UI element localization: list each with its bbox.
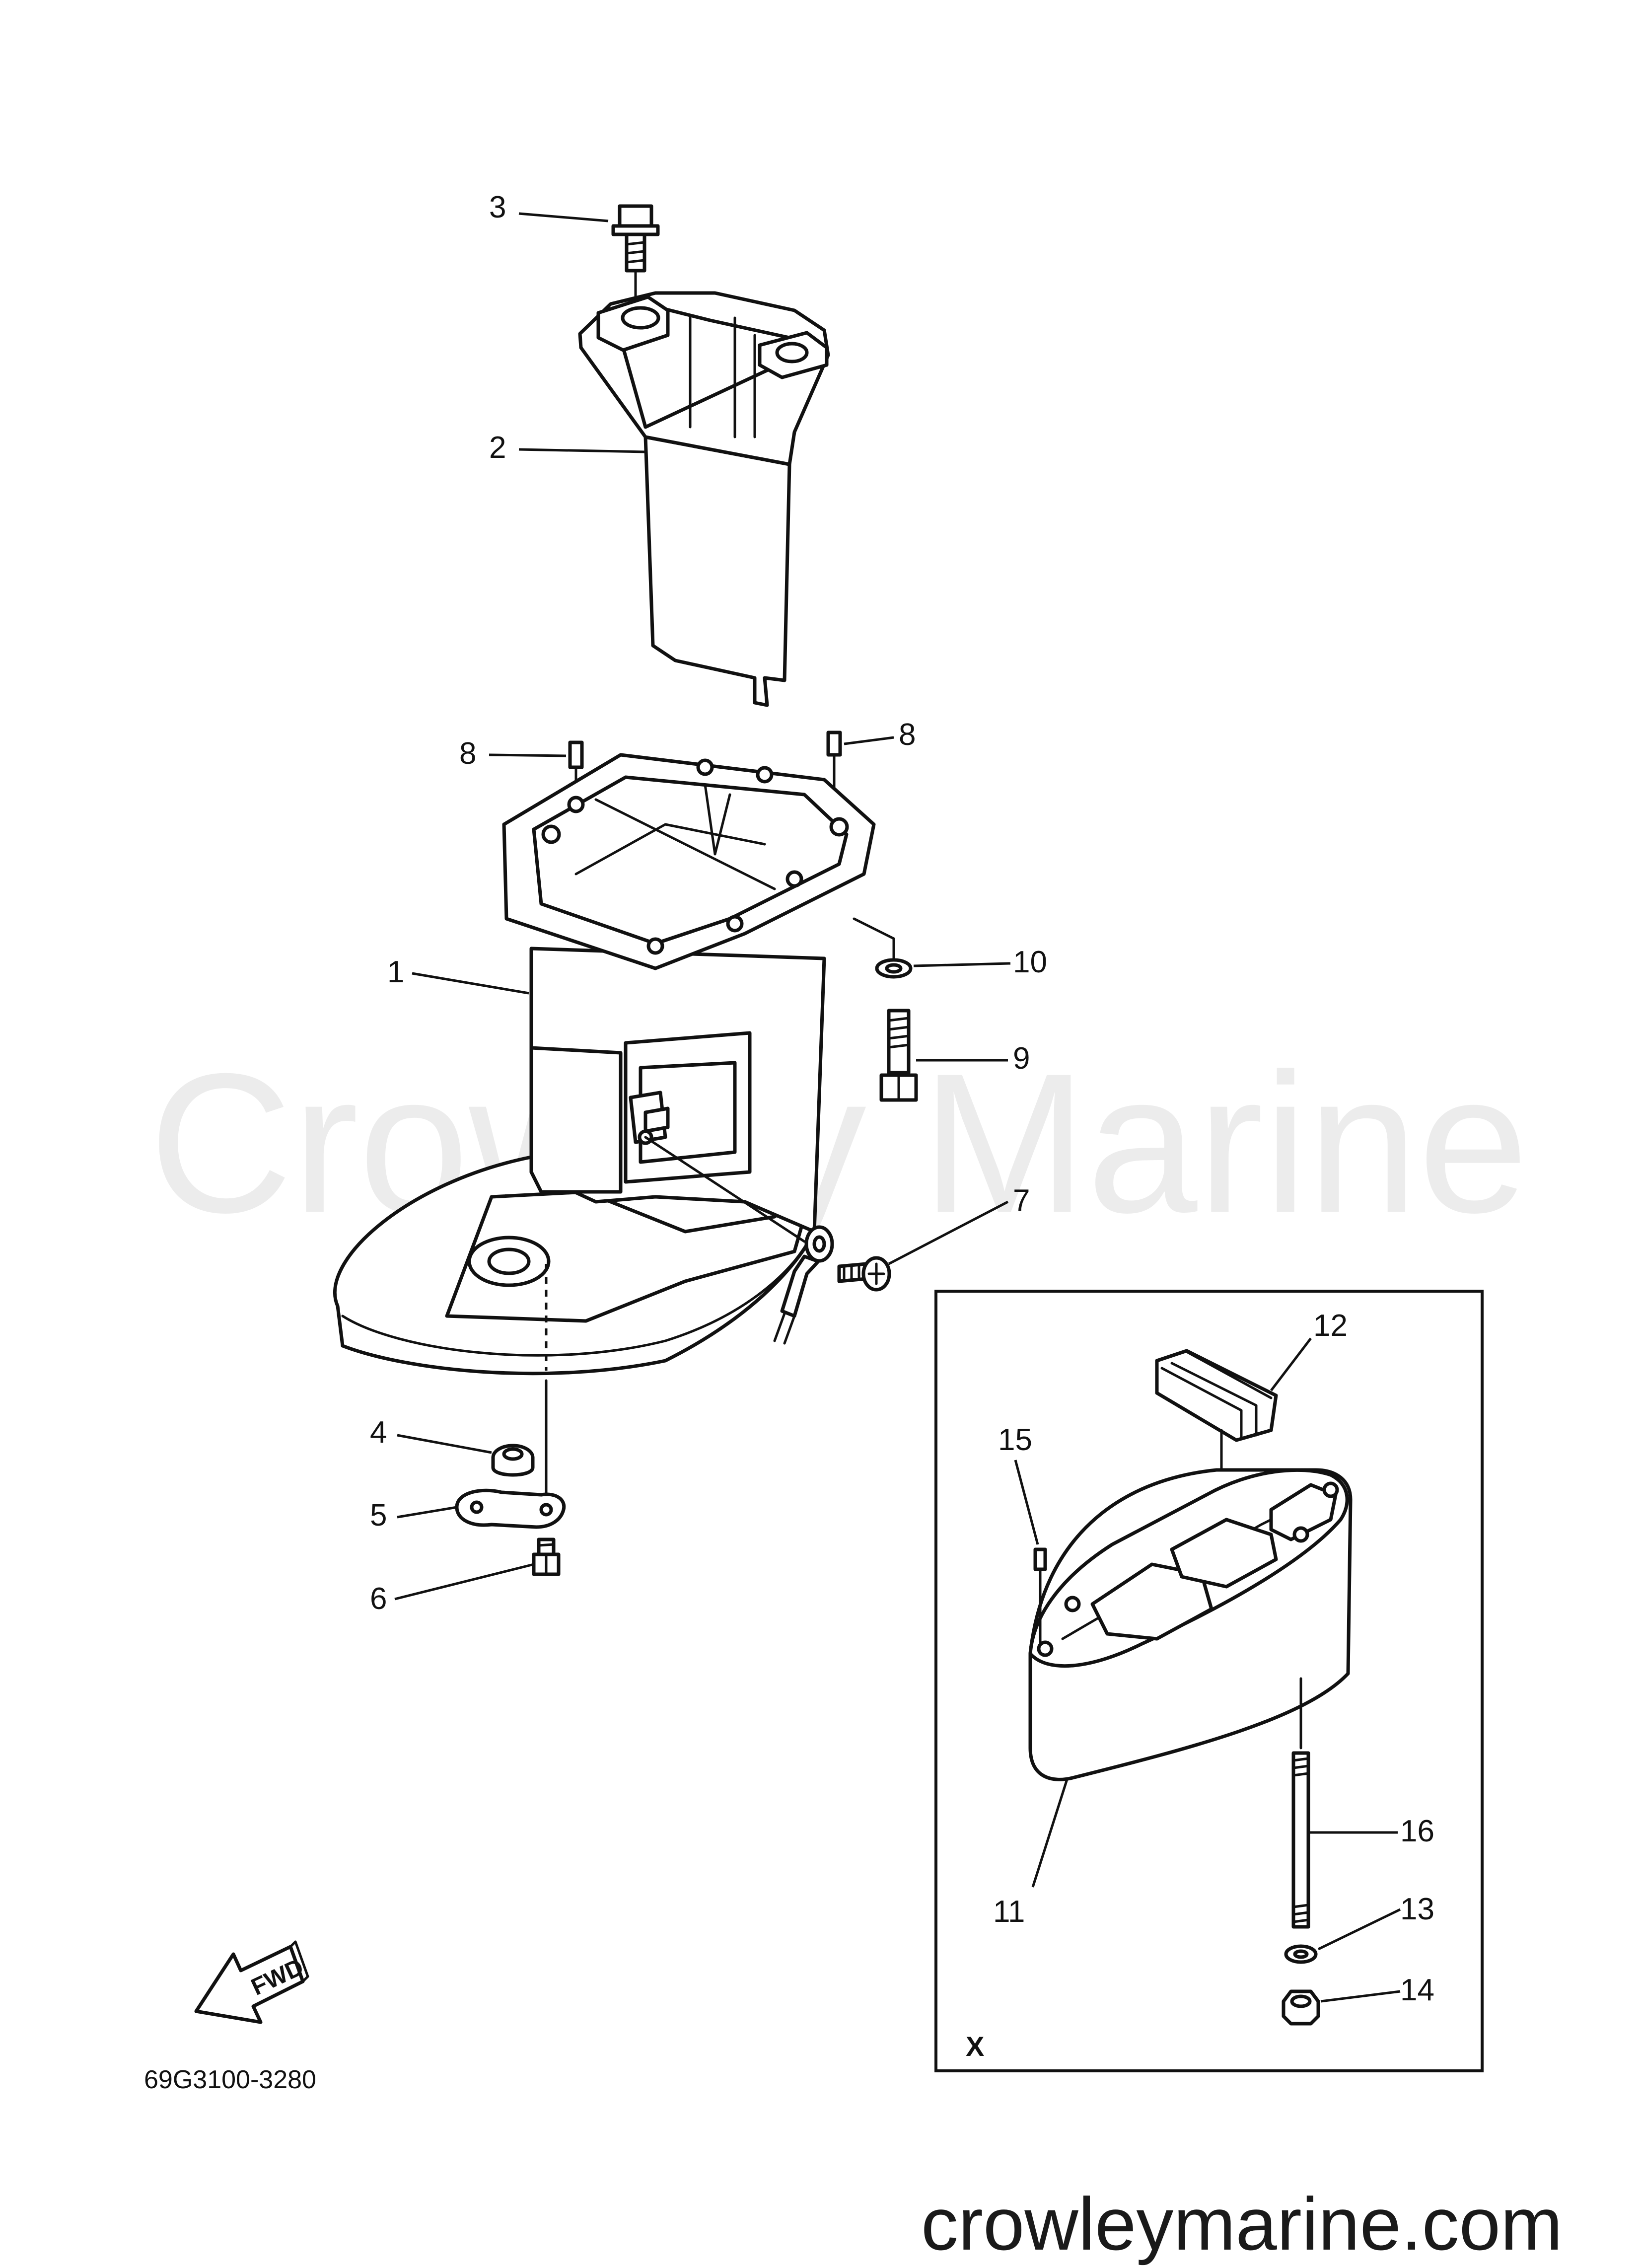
ground-lead [644, 1136, 834, 1345]
screw-part-7 [837, 1256, 891, 1292]
callout-12: 12 [1313, 1309, 1348, 1343]
callout-8-right: 8 [899, 718, 916, 752]
bolt-part-6 [532, 1537, 561, 1576]
callout-6: 6 [370, 1582, 387, 1616]
callout-5: 5 [370, 1498, 387, 1533]
inset-label: X [966, 2031, 984, 2062]
callout-11: 11 [993, 1895, 1025, 1929]
grommet-part-4 [491, 1444, 535, 1477]
upper-casing-part-1 [333, 753, 876, 1376]
washer-part-10 [853, 917, 913, 979]
watermark: Crowley Marine [149, 1032, 1529, 1255]
inset-frame [934, 1290, 1484, 2072]
callout-8-left: 8 [459, 736, 476, 771]
callout-4: 4 [370, 1415, 387, 1450]
washer-part-13 [1284, 1944, 1318, 1964]
callout-14: 14 [1400, 1973, 1434, 2007]
callout-10: 10 [1013, 945, 1047, 979]
plate-part-5 [455, 1488, 566, 1529]
bolt-part-9 [879, 1009, 918, 1102]
stud-part-16 [1291, 1677, 1310, 1929]
callouts: 3 2 8 8 10 9 7 1 4 5 6 12 15 11 16 13 14 [370, 190, 1434, 2007]
callout-15: 15 [998, 1423, 1032, 1457]
spacer-part-11 [1028, 1468, 1353, 1781]
callout-9: 9 [1013, 1041, 1030, 1076]
exhaust-guide-part-2 [578, 291, 830, 707]
pin-part-15 [1033, 1547, 1047, 1645]
footer-site: crowleymarine.com [921, 2182, 1563, 2266]
bolt-part-3 [611, 204, 660, 307]
callout-7: 7 [1013, 1183, 1030, 1218]
callout-16: 16 [1400, 1814, 1434, 1848]
callout-13: 13 [1400, 1892, 1434, 1926]
callout-2: 2 [489, 431, 506, 465]
nut-part-14 [1282, 1989, 1320, 2026]
pin-part-8-left [568, 740, 584, 796]
callout-3: 3 [489, 190, 506, 224]
drawing-code: 69G3100-3280 [144, 2065, 316, 2094]
leader-lines [394, 212, 1401, 2003]
callout-1: 1 [387, 955, 404, 989]
fwd-arrow-icon: FWD [194, 1940, 309, 2024]
